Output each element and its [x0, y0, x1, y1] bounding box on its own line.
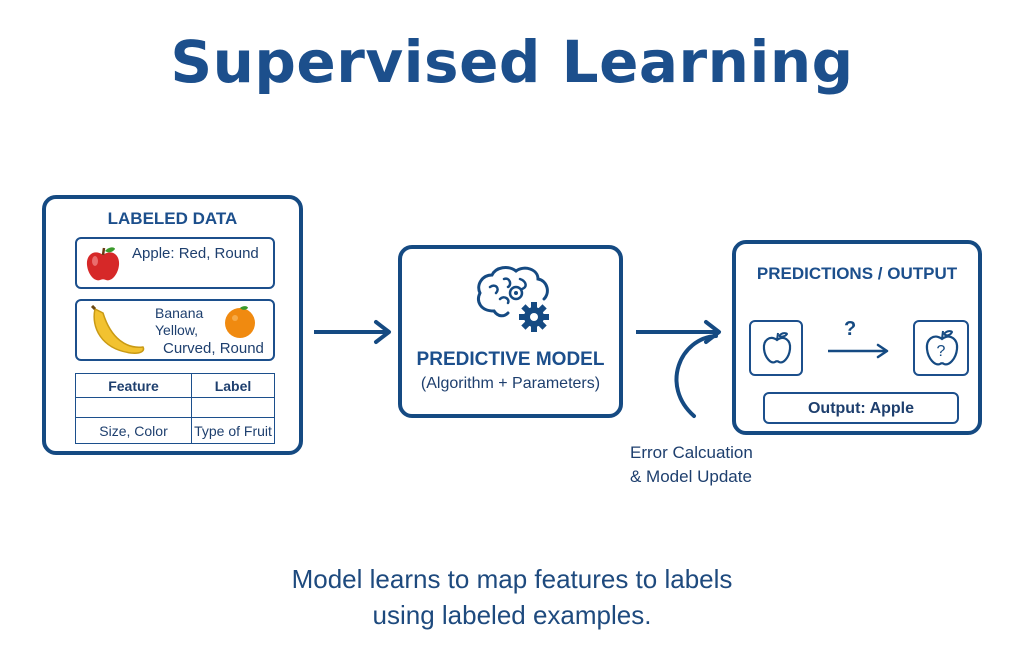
prediction-arrow-icon — [828, 343, 889, 359]
example-apple: Apple: Red, Round — [75, 237, 275, 289]
table-cell — [75, 397, 192, 418]
example-apple-text: Apple: Red, Round — [132, 245, 259, 262]
example-banana-line3: Curved, Round — [163, 340, 264, 357]
caption-line2: using labeled examples. — [372, 600, 652, 630]
labeled-data-header: LABELED DATA — [107, 209, 238, 228]
feedback-line1: Error Calcuation — [630, 443, 753, 462]
predictive-model-panel: PREDICTIVE MODEL (Algorithm + Parameters… — [398, 245, 623, 418]
arrow-model-to-output — [636, 320, 721, 418]
unknown-fruit-card: ? — [913, 320, 969, 376]
example-banana-line2: Yellow, — [155, 322, 199, 338]
brain-gear-icon — [477, 266, 549, 332]
example-banana-orange: Banana Yellow, Curved, Round — [75, 299, 275, 361]
arrow-data-to-model — [314, 320, 391, 344]
predictions-header: PREDICTIONS / OUTPUT — [756, 264, 958, 283]
table-cell: Type of Fruit — [191, 417, 275, 444]
orange-icon — [225, 306, 255, 338]
model-subtitle: (Algorithm + Parameters) — [420, 375, 601, 392]
table-cell: Size, Color — [75, 417, 192, 444]
table-cell — [191, 397, 275, 418]
output-box: Output: Apple — [763, 392, 959, 424]
output-text: Output: Apple — [807, 400, 915, 417]
page-title: Supervised Learning — [170, 28, 854, 96]
model-header: PREDICTIVE MODEL — [416, 349, 605, 370]
question-mark: ? — [844, 318, 857, 340]
predictions-panel: PREDICTIONS / OUTPUT ? ? Output: Apple — [732, 240, 982, 435]
example-banana-line1: Banana — [155, 305, 204, 321]
table-header-label: Label — [191, 373, 275, 398]
apple-question-icon — [925, 330, 959, 366]
input-apple-card — [749, 320, 803, 376]
unknown-mark: ? — [936, 343, 946, 360]
feature-label-table: Feature Label Size, Color Type of Fruit — [75, 373, 275, 444]
apple-icon — [86, 247, 120, 281]
feedback-line2: & Model Update — [630, 467, 752, 486]
caption-line1: Model learns to map features to labels — [291, 564, 733, 594]
labeled-data-panel: LABELED DATA Apple: Red, Round Banana Ye… — [42, 195, 303, 455]
banana-icon — [90, 305, 145, 354]
table-header-feature: Feature — [75, 373, 192, 398]
apple-outline-icon — [762, 332, 792, 364]
